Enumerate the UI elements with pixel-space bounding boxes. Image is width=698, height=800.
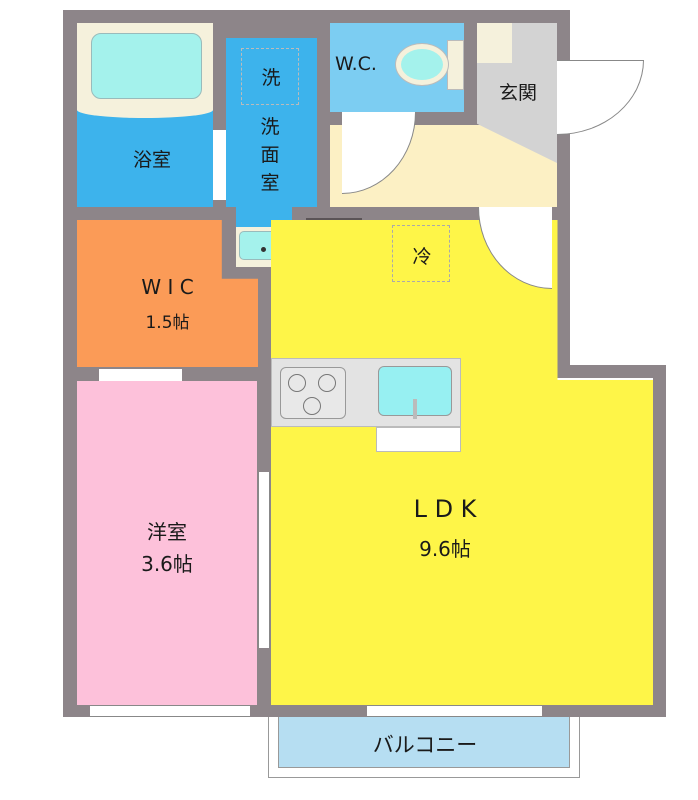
toilet-seat [401, 49, 443, 80]
fridge-label: 冷 [412, 246, 432, 268]
fridge-space: 冷 [392, 225, 450, 282]
washer-space: 洗 [241, 48, 299, 105]
outer-wall-step [557, 365, 666, 378]
faucet-icon [261, 247, 266, 252]
wic-door[interactable] [99, 369, 182, 381]
outer-wall-top [63, 10, 570, 23]
toilet-tank [447, 40, 464, 90]
bath-door[interactable] [213, 130, 226, 200]
wic-label: W I C [141, 275, 194, 299]
ldk-room [271, 220, 653, 705]
shoe-cabinet [477, 23, 512, 63]
western-room-size: 3.6帖 [141, 552, 193, 576]
bath-room: 浴室 [77, 23, 213, 207]
window-ldk[interactable] [367, 705, 542, 717]
entrance-label: 玄関 [498, 82, 537, 104]
washroom-label-3: 室 [260, 172, 280, 194]
burner-icon [318, 374, 336, 392]
sliding-door-western-ldk[interactable] [258, 472, 270, 648]
burner-icon [303, 397, 321, 415]
bath-label: 浴室 [132, 149, 171, 171]
entrance-door[interactable] [557, 60, 644, 135]
wc-label: W.C. [335, 53, 377, 75]
washroom-label-1: 洗 [260, 116, 280, 138]
stove [280, 367, 346, 419]
western-room-label: 洋室 [147, 520, 187, 544]
window-western-room[interactable] [90, 705, 250, 717]
western-room: 洋室 3.6帖 [77, 381, 257, 705]
kitchen-faucet-icon [413, 399, 417, 419]
wc-room: W.C. [330, 23, 464, 112]
wic-size: 1.5帖 [145, 313, 190, 333]
washer-label: 洗 [261, 67, 281, 89]
burner-icon [288, 374, 306, 392]
outer-wall-left [63, 10, 77, 717]
balcony-label: バルコニー [372, 733, 478, 757]
outer-wall-right-lower [653, 365, 666, 717]
balcony: バルコニー [278, 717, 570, 768]
washroom-label-2: 面 [260, 144, 280, 166]
ldk-size: 9.6帖 [419, 537, 471, 561]
ldk-label: L D K [413, 495, 477, 523]
kitchen-counter [271, 358, 461, 427]
bathtub [91, 33, 202, 99]
kitchen-counter-extension [376, 427, 461, 452]
